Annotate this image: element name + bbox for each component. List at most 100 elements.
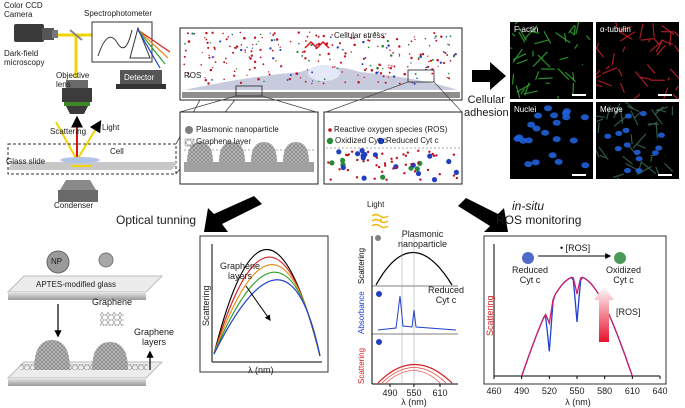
ros-particle	[398, 82, 401, 85]
ros-particle	[350, 37, 353, 40]
tick-490: 490	[382, 388, 398, 398]
fiber	[619, 108, 624, 124]
light-label: Light	[102, 123, 120, 132]
ros-particle	[303, 50, 306, 53]
fiber	[543, 31, 552, 44]
ros-particle	[380, 174, 386, 180]
ros-particle	[304, 57, 307, 60]
spectra-ylabel-bottom: Scattering	[357, 347, 366, 384]
ros-particle	[414, 166, 420, 172]
np-label: NP	[51, 257, 63, 266]
big-reduced-label: Reduced Cyt c	[512, 265, 549, 285]
ros-particle	[205, 31, 208, 35]
x-tick-label: 520	[541, 386, 557, 396]
fiber	[602, 67, 618, 75]
nucleus	[552, 136, 561, 143]
ros-particle	[280, 65, 283, 68]
ros-particle	[317, 35, 320, 38]
series-line	[213, 279, 321, 357]
ros-particle	[370, 69, 374, 72]
ros-particle	[452, 153, 456, 156]
ros-particle	[253, 36, 257, 39]
ros-particle	[363, 35, 365, 37]
ros-particle	[455, 176, 459, 180]
ros-particle	[350, 150, 354, 153]
fiber	[627, 105, 640, 112]
nucleus	[532, 125, 541, 132]
ros-particle	[184, 49, 187, 52]
ros-particles	[183, 31, 457, 85]
ros-particle	[404, 154, 408, 157]
ros-particle	[416, 77, 418, 79]
ros-particle	[344, 52, 347, 55]
nucleus	[615, 130, 623, 136]
ros-particle	[388, 64, 390, 66]
fiber	[646, 64, 656, 74]
ros-particle	[373, 177, 376, 180]
ros-particle	[244, 51, 246, 53]
ros-particle	[240, 48, 243, 52]
ros-chart	[483, 235, 667, 385]
ros-particle	[448, 44, 451, 46]
ros-particle	[207, 46, 210, 49]
ros-particle	[231, 33, 233, 36]
ros-particle	[448, 77, 451, 80]
ros-particle	[273, 39, 276, 41]
ros-subpanel	[323, 111, 463, 185]
ros-particle	[305, 40, 307, 42]
nucleus	[614, 146, 622, 152]
ros-particle	[308, 59, 310, 62]
ros-particle	[296, 50, 299, 54]
nanoparticle-subpanel	[179, 111, 319, 185]
fiber	[572, 72, 575, 81]
ros-particle	[382, 68, 384, 70]
ros-particle	[435, 39, 438, 42]
fiber	[511, 73, 515, 85]
ros-particle	[248, 56, 251, 58]
ros-particle	[449, 35, 452, 38]
tubulin-image	[587, 19, 685, 108]
ros-gradient-label: [ROS]	[616, 307, 641, 317]
ros-particle	[204, 78, 208, 82]
ros-particle	[419, 178, 422, 181]
ros-particle	[227, 36, 230, 38]
fiber	[632, 133, 647, 149]
nucleus	[524, 161, 533, 168]
fiber	[634, 71, 649, 87]
ros-particle	[249, 57, 252, 60]
fiber	[647, 123, 659, 125]
ros-particle	[368, 39, 371, 42]
ros-particle	[301, 51, 304, 53]
fiber	[675, 85, 679, 91]
ros-particle	[272, 34, 275, 36]
big-xlabel: λ (nm)	[565, 397, 591, 407]
scale-bar	[658, 94, 672, 96]
ros-particle	[222, 32, 224, 35]
ros-particle	[315, 44, 318, 46]
ros-particle	[398, 55, 401, 57]
ros-particle	[376, 66, 379, 70]
ros-particle	[384, 164, 387, 167]
ros-particle	[384, 33, 387, 35]
fiber	[650, 156, 653, 162]
ros-particle	[233, 70, 236, 73]
ros-particle	[428, 45, 431, 47]
fiber	[624, 93, 641, 108]
ros-particle	[275, 60, 277, 62]
ros-particle	[235, 47, 237, 50]
ros-particle	[454, 53, 457, 56]
ros-particle	[252, 43, 254, 46]
fiber	[640, 37, 655, 41]
nucleus	[562, 108, 571, 115]
objective-lens-icon	[62, 80, 92, 114]
ros-particle	[378, 63, 381, 66]
ros-particle	[253, 66, 256, 70]
ros-particle	[366, 159, 370, 162]
ros-particle	[286, 79, 289, 81]
nucleus	[541, 129, 550, 136]
ros-particle	[304, 80, 307, 83]
ros-particle	[419, 55, 422, 59]
ros-particle	[331, 44, 334, 46]
ros-particle	[214, 61, 217, 63]
